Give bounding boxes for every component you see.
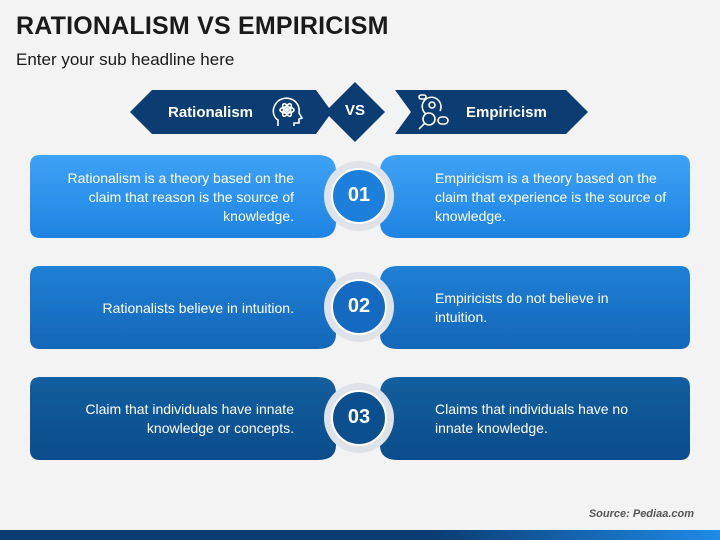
row-3-right-panel bbox=[380, 377, 690, 460]
row-1-left-text: Rationalism is a theory based on the cla… bbox=[44, 158, 294, 236]
empiricism-header-banner bbox=[395, 90, 588, 134]
row-1-right-panel bbox=[380, 155, 690, 238]
rationalism-header-label: Rationalism bbox=[168, 104, 254, 121]
row-1-left-label: Rationalism is a theory based on the cla… bbox=[67, 169, 294, 224]
row-2-number: 02 bbox=[347, 295, 371, 317]
head-magnifier-icon bbox=[418, 94, 449, 130]
head-atom-icon bbox=[272, 97, 304, 126]
source-credit: Source: Pediaa.com bbox=[588, 508, 694, 520]
row-1-number-circle bbox=[331, 168, 387, 224]
row-3-number-circle bbox=[331, 390, 387, 446]
row-2-number-circle bbox=[331, 279, 387, 335]
row-2-right-text: Empiricists do not believe in intuition. bbox=[435, 269, 645, 347]
row-2-right-label: Empiricists do not believe in intuition. bbox=[435, 290, 609, 325]
row-1-right-text: Empiricism is a theory based on the clai… bbox=[435, 158, 671, 236]
row-3-left-panel bbox=[30, 377, 336, 460]
page-subtitle: Enter your sub headline here bbox=[16, 50, 235, 69]
vs-diamond bbox=[325, 82, 385, 142]
vs-label: VS bbox=[344, 102, 365, 119]
row-1-number: 01 bbox=[347, 184, 371, 206]
row-3-left-label: Claim that individuals have innate knowl… bbox=[85, 401, 294, 436]
row-2-left-label: Rationalists believe in intuition. bbox=[102, 299, 294, 316]
row-3-right-text: Claims that individuals have no innate k… bbox=[435, 380, 655, 458]
row-1-left-panel bbox=[30, 155, 336, 238]
bottom-accent-bar bbox=[0, 530, 720, 540]
row-2-left-text: Rationalists believe in intuition. bbox=[44, 269, 294, 347]
row-2-right-panel bbox=[380, 266, 690, 349]
rationalism-header-banner bbox=[130, 90, 332, 134]
row-1-right-label: Empiricism is a theory based on the clai… bbox=[435, 169, 667, 224]
page-title: RATIONALISM VS EMPIRICISM bbox=[16, 12, 389, 40]
row-3-number: 03 bbox=[347, 406, 371, 428]
empiricism-header-label: Empiricism bbox=[466, 104, 547, 121]
row-2-left-panel bbox=[30, 266, 336, 349]
row-3-left-text: Claim that individuals have innate knowl… bbox=[44, 380, 294, 458]
row-3-right-label: Claims that individuals have no innate k… bbox=[435, 401, 628, 436]
